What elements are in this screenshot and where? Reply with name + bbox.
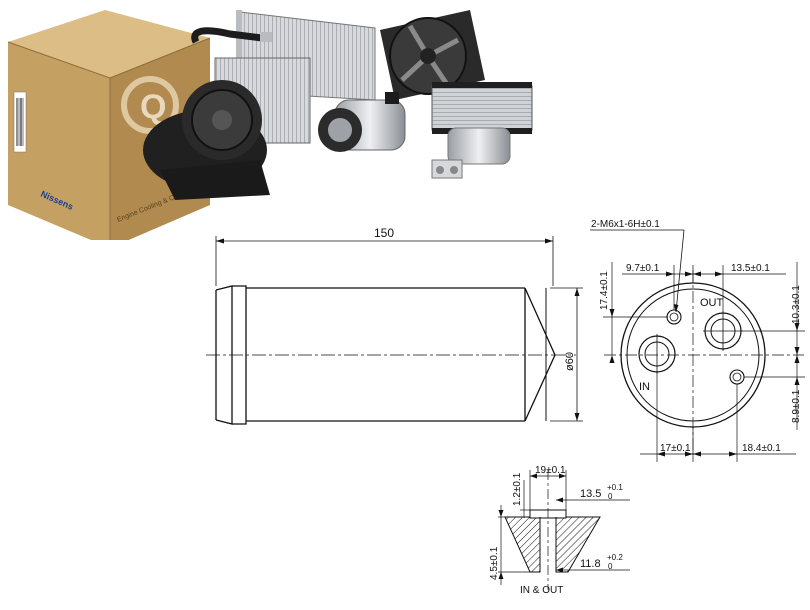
thread-callout-leader (590, 229, 685, 313)
dim-13-5-top (685, 265, 786, 312)
length-value: 150 (374, 226, 394, 240)
dim-8-9-value: 8.9±0.1 (791, 389, 802, 423)
dim-17-value: 17±0.1 (660, 443, 691, 454)
side-view: 150 ø60 (206, 226, 583, 425)
section-dim-11-8-tol-lower: 0 (608, 562, 613, 571)
out-port (703, 311, 743, 351)
dim-9-7-value: 9.7±0.1 (626, 263, 660, 274)
section-hatch-left (504, 516, 541, 573)
section-dim-11-8-tol-upper: +0.2 (607, 553, 623, 562)
section-dim-11-8 (556, 567, 630, 573)
dim-17 (640, 372, 694, 462)
blower-motor (143, 80, 270, 200)
dim-18-4 (693, 384, 796, 462)
dim-13-5-top-value: 13.5±0.1 (731, 263, 770, 274)
thread-callout: 2-M6x1-6H±0.1 (591, 219, 660, 230)
diameter-dimension (550, 287, 583, 422)
section-dim-13-5-value: 13.5 (580, 488, 601, 500)
in-port (638, 334, 676, 374)
dim-8-9 (744, 347, 805, 430)
thread-hole-1 (666, 309, 682, 325)
section-dim-13-5-tol-upper: +0.1 (607, 483, 623, 492)
section-dim-13-5 (556, 497, 630, 503)
in-label: IN (639, 381, 650, 393)
section-dim-19 (529, 470, 567, 510)
out-label: OUT (700, 297, 724, 309)
ac-hose (191, 27, 272, 44)
box-q-text: Q (140, 88, 166, 126)
section-dim-13-5-tol-lower: 0 (608, 492, 613, 501)
product-photo: Nissens Engine Cooling & Climate Q (7, 10, 533, 240)
thread-hole-2 (729, 369, 745, 385)
section-caption: IN & OUT (520, 585, 563, 596)
dim-17-4 (603, 262, 668, 363)
section-dim-1-2 (520, 480, 530, 518)
section-dim-1-2-value: 1.2±0.1 (512, 472, 523, 506)
receiver-drier (431, 127, 511, 179)
section-view: 19±0.1 1.2±0.1 13.5 +0.1 0 4.5±0.1 (489, 465, 630, 596)
section-dim-19-value: 19±0.1 (535, 465, 566, 476)
box-q-emblem (121, 76, 179, 134)
cooling-fan (380, 10, 485, 100)
section-dim-11-8-value: 11.8 (580, 558, 601, 570)
dim-10-3-value: 10.3±0.1 (791, 285, 802, 324)
diameter-value: ø60 (564, 352, 576, 371)
length-dimension (215, 236, 554, 286)
dim-18-4-value: 18.4±0.1 (742, 443, 781, 454)
top-view: OUT IN 2-M6x1-6H±0.1 (590, 219, 805, 462)
section-dim-4-5-value: 4.5±0.1 (489, 546, 500, 580)
section-dim-4-5 (498, 505, 530, 585)
dim-17-4-value: 17.4±0.1 (599, 271, 610, 310)
barcode-icon (16, 98, 24, 146)
ac-compressor (318, 92, 406, 152)
